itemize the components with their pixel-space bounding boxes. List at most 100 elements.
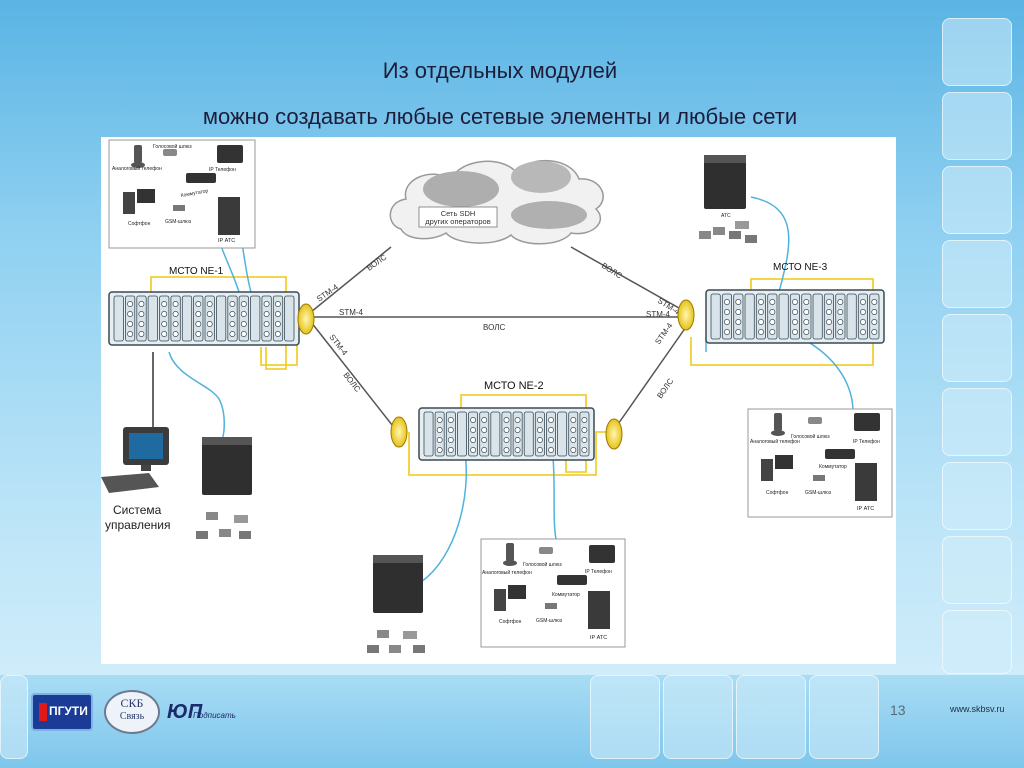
port xyxy=(837,319,844,325)
page-number: 13 xyxy=(890,702,906,718)
port xyxy=(548,427,554,433)
module-slot xyxy=(823,293,834,340)
management-label-2: управления xyxy=(105,518,170,532)
module-slot xyxy=(479,411,490,457)
module-slot xyxy=(434,411,445,457)
port xyxy=(229,311,236,317)
module-slot xyxy=(170,295,181,342)
port xyxy=(792,319,798,325)
port xyxy=(206,331,213,337)
pbx-group-left xyxy=(196,437,252,539)
port xyxy=(570,427,577,433)
ip2-gsm: GSM-шлюз xyxy=(805,490,832,496)
port xyxy=(161,321,168,327)
module-slot xyxy=(557,411,568,457)
port xyxy=(274,321,281,327)
port xyxy=(503,437,510,443)
port xyxy=(447,417,454,423)
label-stm4: STM-4 xyxy=(339,308,364,317)
port xyxy=(581,417,588,423)
slide-title-line2: можно создавать любые сетевые элементы и… xyxy=(202,104,798,129)
port xyxy=(263,311,270,317)
ne1-label: МСТО NE-1 xyxy=(169,266,224,277)
port xyxy=(871,319,878,325)
management-workstation: Система управления xyxy=(101,427,170,532)
port xyxy=(127,321,134,327)
port xyxy=(826,299,832,305)
port xyxy=(735,319,742,325)
port xyxy=(274,331,281,337)
port xyxy=(481,417,488,423)
module-slot xyxy=(272,295,284,342)
module-slot xyxy=(250,295,261,342)
module-slot xyxy=(113,295,124,342)
yp-logo-text: Подписать xyxy=(193,711,236,720)
yp-logo: ЮП Подписать xyxy=(165,695,237,729)
module-slot xyxy=(835,293,846,340)
port xyxy=(581,437,588,443)
port xyxy=(536,447,543,453)
ip3-ipphone: IP Телефон xyxy=(585,569,612,575)
port xyxy=(436,447,443,453)
port xyxy=(758,329,764,335)
ip2-analog: Аналоговый телефон xyxy=(750,438,800,445)
port xyxy=(758,319,764,325)
port xyxy=(536,417,543,423)
module-slot xyxy=(846,293,857,340)
module-slot xyxy=(147,295,158,342)
ne3-label: МСТО NE-3 xyxy=(773,262,828,273)
ip1-softphone: Софтфон xyxy=(128,221,151,227)
port xyxy=(206,321,213,327)
port xyxy=(570,417,577,423)
port xyxy=(240,301,247,307)
module-slot xyxy=(546,411,557,457)
module-slot xyxy=(523,411,534,457)
port xyxy=(514,417,521,423)
port xyxy=(724,309,730,315)
label-vols: ВОЛС xyxy=(483,323,505,332)
ip3-gsm: GSM-шлюз xyxy=(536,618,563,624)
ip1-ipphone: IP Телефон xyxy=(209,167,236,173)
port xyxy=(138,321,145,327)
port xyxy=(735,299,742,305)
bg-tile xyxy=(663,675,733,759)
port xyxy=(127,301,134,307)
link-labels: ВОЛС STM-4 STM-4 ВОЛС STM-4 STM-4 ВОЛС В… xyxy=(315,252,682,400)
module-slot xyxy=(227,295,238,342)
port xyxy=(758,309,764,315)
port xyxy=(447,427,454,433)
module-slot xyxy=(721,293,732,340)
module-slot xyxy=(579,411,590,457)
port xyxy=(195,321,202,327)
module-slot xyxy=(159,295,170,342)
port xyxy=(470,447,477,453)
port xyxy=(274,311,281,317)
pbx-group-top: АТС xyxy=(699,155,757,243)
port xyxy=(195,331,202,337)
label-vols: ВОЛС xyxy=(600,261,624,281)
ip3-switch: Коммутатор xyxy=(552,592,580,598)
ip2-gateway: Голосовой шлюз xyxy=(791,433,830,440)
port xyxy=(514,447,521,453)
port xyxy=(161,301,168,307)
module-slot xyxy=(193,295,204,342)
module-slot xyxy=(812,293,823,340)
port xyxy=(206,301,213,307)
bg-tile xyxy=(942,18,1012,86)
module-slot xyxy=(238,295,249,342)
bg-tile xyxy=(942,92,1012,160)
port xyxy=(837,329,844,335)
module-slots xyxy=(113,293,880,457)
port xyxy=(161,331,168,337)
port xyxy=(240,311,247,317)
ip2-softphone: Софтфон xyxy=(766,490,789,496)
optical-connectors xyxy=(297,299,695,450)
port xyxy=(229,331,236,337)
port xyxy=(263,321,270,327)
port xyxy=(724,299,730,305)
port xyxy=(503,417,510,423)
port xyxy=(195,301,202,307)
port xyxy=(503,447,510,453)
port xyxy=(172,311,179,317)
port xyxy=(826,319,832,325)
